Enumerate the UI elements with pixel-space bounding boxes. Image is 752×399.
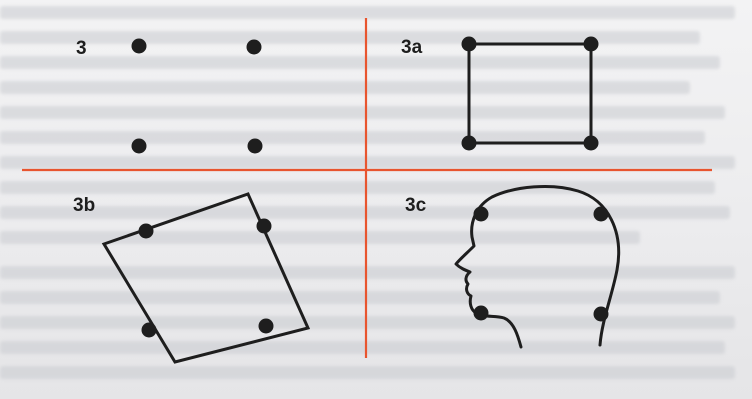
- bleed-through-line: [0, 6, 735, 19]
- dot: [246, 39, 262, 55]
- dot: [583, 135, 599, 151]
- dot: [461, 36, 477, 52]
- dot: [141, 322, 157, 338]
- dot: [131, 38, 147, 54]
- bleed-through-line: [0, 106, 725, 119]
- bleed-through-line: [0, 181, 715, 194]
- dot: [258, 318, 274, 334]
- bleed-through-line: [0, 316, 735, 329]
- panel-label-3c: 3c: [405, 195, 427, 216]
- dot: [473, 206, 489, 222]
- bleed-through-line: [0, 156, 735, 169]
- bleed-through-line: [0, 81, 690, 94]
- panel-label-3a: 3a: [401, 37, 423, 58]
- dot: [593, 206, 609, 222]
- panel-3c: 3c: [405, 184, 621, 349]
- bleed-through-line: [0, 231, 640, 244]
- dot: [138, 223, 154, 239]
- panel-3a: 3a: [401, 36, 599, 151]
- square-outline: [467, 42, 593, 145]
- panel-label-3b: 3b: [73, 195, 95, 216]
- panel-label-3: 3: [76, 38, 87, 59]
- dot: [461, 135, 477, 151]
- bleed-through-line: [0, 31, 700, 44]
- dot: [593, 306, 609, 322]
- dot: [131, 138, 147, 154]
- dot: [473, 305, 489, 321]
- bleed-through-line: [0, 56, 720, 69]
- bleed-through-line: [0, 291, 720, 304]
- tilted-square-outline: [101, 192, 311, 364]
- bleed-through-line: [0, 266, 735, 279]
- dot: [583, 36, 599, 52]
- bleed-through-line: [0, 341, 725, 354]
- dot: [247, 138, 263, 154]
- bleed-through-line: [0, 366, 735, 379]
- bleed-through-line: [0, 131, 705, 144]
- panel-3: 3: [76, 38, 263, 154]
- dot: [256, 218, 272, 234]
- panel-3b: 3b: [73, 192, 311, 364]
